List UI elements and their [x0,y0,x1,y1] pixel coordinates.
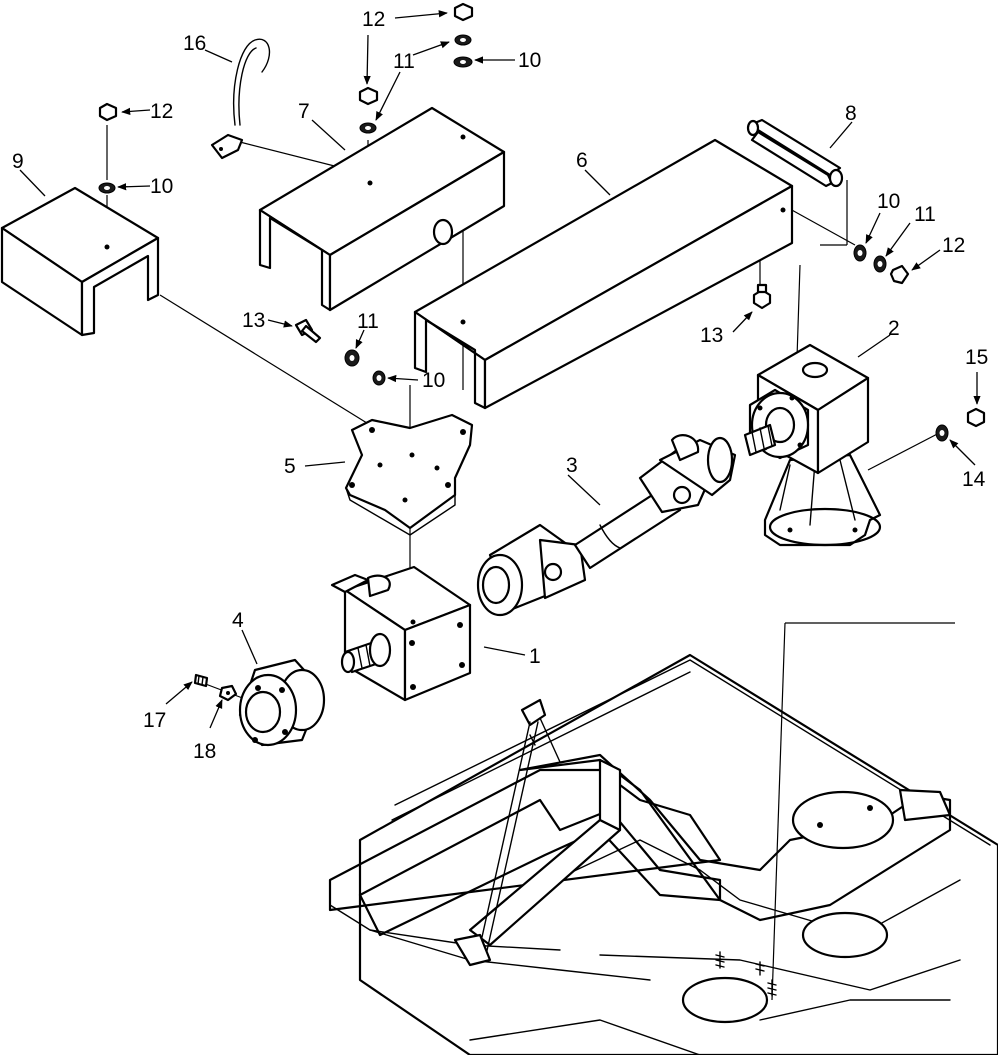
nut-18 [218,684,238,702]
callout-10-left: 10 [150,175,173,198]
handle-8 [746,118,844,188]
callout-1: 1 [529,645,541,668]
drive-shaft-3 [476,434,737,617]
coupler-4 [238,658,326,747]
callout-5: 5 [284,455,296,478]
callout-13-right: 13 [700,324,723,347]
callout-leaders [19,10,981,729]
callout-6: 6 [576,149,588,172]
callout-12-right: 12 [942,234,965,257]
callout-10-right: 10 [877,190,900,213]
shield-6 [413,138,794,410]
callout-7: 7 [298,100,310,123]
callout-11-top: 11 [393,50,415,73]
mower-deck-frame [328,653,998,1055]
callout-8: 8 [845,102,857,125]
set-screw-17 [193,673,209,688]
shield-7 [258,106,506,312]
callout-15: 15 [965,346,988,369]
callout-13-left: 13 [242,309,265,332]
callout-17: 17 [143,709,166,732]
callout-labels: 1 2 3 4 5 6 7 8 9 12 11 10 12 10 16 13 1… [12,8,988,763]
pin-16 [210,38,271,160]
hardware [98,2,986,442]
shield-9 [0,186,160,337]
callout-11-mid: 11 [357,310,379,333]
mounting-plate-5 [344,413,474,536]
callout-18: 18 [193,740,216,763]
callout-12-top: 12 [362,8,385,31]
callout-12-left: 12 [150,100,173,123]
gearbox-2 [743,343,882,547]
callout-14: 14 [962,468,986,491]
callout-4: 4 [232,609,244,632]
gearbox-1 [330,565,472,702]
callout-16: 16 [183,32,206,55]
callout-10-top: 10 [518,49,541,72]
callout-9: 9 [12,150,24,173]
callout-2: 2 [888,317,900,340]
callout-10-mid: 10 [422,369,445,392]
callout-11-right: 11 [914,203,936,226]
callout-3: 3 [566,454,578,477]
